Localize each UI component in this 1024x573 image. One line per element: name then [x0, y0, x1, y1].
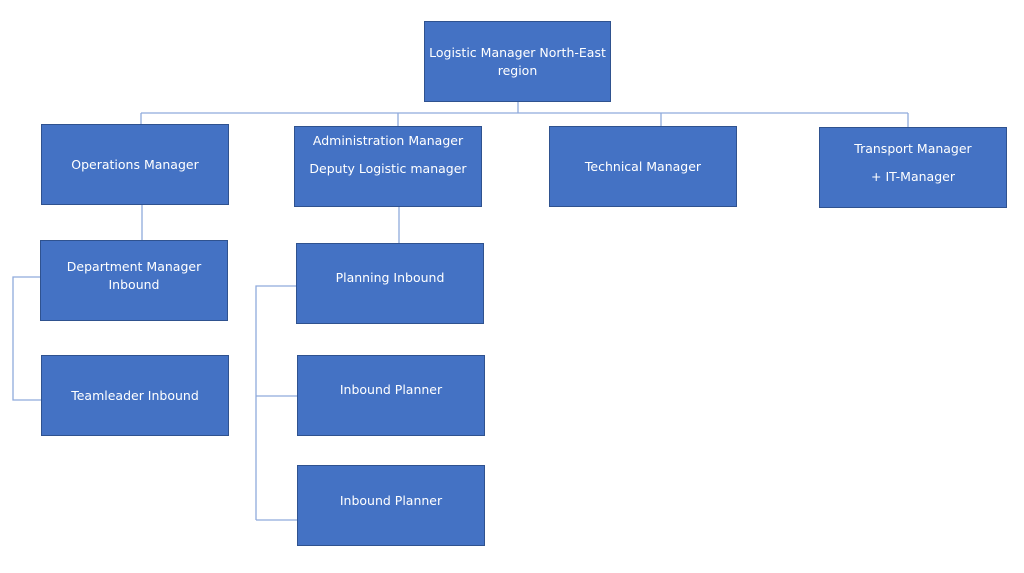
node-department-manager-inbound: Department Manager Inbound	[40, 240, 228, 321]
node-transport-manager-line-1: Transport Manager	[854, 141, 972, 156]
node-transport-manager: Transport Manager + IT-Manager	[819, 127, 1007, 208]
node-teamleader-inbound-label: Teamleader Inbound	[71, 387, 199, 403]
node-administration-manager-line-1: Administration Manager	[312, 133, 464, 148]
node-logistic-manager-line-2: region	[497, 62, 538, 78]
node-operations-manager-label: Operations Manager	[71, 156, 199, 172]
node-inbound-planner-1: Inbound Planner	[297, 355, 485, 436]
node-administration-manager: Administration Manager Deputy Logistic m…	[294, 126, 482, 207]
connector-planning-bus	[255, 285, 297, 520]
node-planning-inbound-label: Planning Inbound	[335, 270, 445, 285]
node-inbound-planner-2-label: Inbound Planner	[339, 493, 443, 508]
node-technical-manager-label: Technical Manager	[584, 158, 702, 174]
node-operations-manager: Operations Manager	[41, 124, 229, 205]
connector-department-to-teamleader	[12, 276, 41, 401]
node-department-manager-line-1: Department Manager	[66, 259, 202, 274]
node-administration-manager-line-2: Deputy Logistic manager	[309, 161, 467, 176]
node-logistic-manager: Logistic Manager North-East region	[424, 21, 611, 102]
node-planning-inbound: Planning Inbound	[296, 243, 484, 324]
node-inbound-planner-1-label: Inbound Planner	[339, 382, 443, 397]
node-logistic-manager-line-1: Logistic Manager North-East	[429, 44, 606, 60]
node-teamleader-inbound: Teamleader Inbound	[41, 355, 229, 436]
node-technical-manager: Technical Manager	[549, 126, 737, 207]
node-inbound-planner-2: Inbound Planner	[297, 465, 485, 546]
node-department-manager-line-2: Inbound	[108, 277, 160, 292]
node-transport-manager-line-2: + IT-Manager	[871, 169, 955, 184]
